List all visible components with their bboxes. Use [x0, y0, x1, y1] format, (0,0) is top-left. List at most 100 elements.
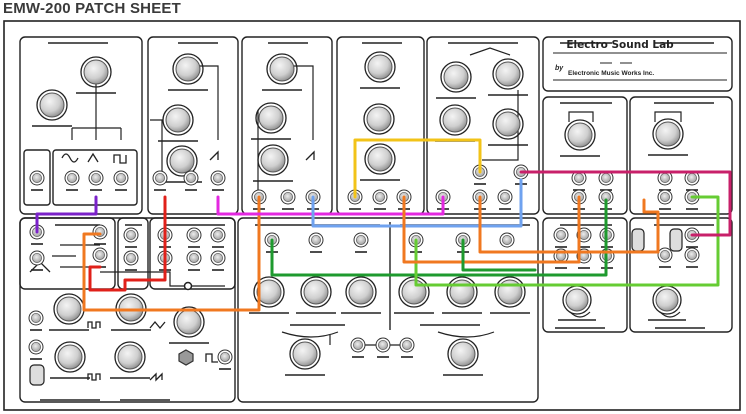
patch-jack-icon: [598, 170, 614, 191]
module-panel: [426, 36, 540, 215]
knob-icon: [360, 143, 400, 181]
patch-cable-green: [270, 198, 608, 277]
knob-icon: [488, 108, 528, 146]
patch-jack-icon: [657, 170, 673, 191]
patch-jack-icon: [210, 250, 226, 271]
brand-box: Electro Sound Lab by Electronic Music Wo…: [542, 36, 733, 92]
knob-icon: [648, 118, 688, 156]
knob-ring: [54, 341, 86, 373]
jack-socket: [377, 339, 388, 350]
patch-jack-icon: [399, 337, 415, 358]
sum-node: [183, 281, 193, 291]
knob-ring: [492, 58, 524, 90]
patch-jack-icon: [186, 227, 202, 248]
patch-jack-icon: [375, 337, 391, 358]
patch-jack-icon: [88, 170, 104, 191]
patch-jack-icon: [553, 227, 569, 248]
knob-ring: [173, 306, 205, 338]
pulse-wave-icon: [87, 373, 101, 381]
knob-cap: [260, 147, 286, 173]
knob-ring: [80, 56, 112, 88]
triangle-wave-icon: [87, 152, 99, 163]
knob-icon: [490, 276, 530, 314]
jack-socket: [212, 172, 223, 183]
patch-jack-icon: [210, 170, 226, 191]
knob-cap: [292, 341, 318, 367]
patch-jack-icon: [657, 189, 673, 210]
knob-ring: [364, 143, 396, 175]
patch-jack-icon: [353, 232, 369, 253]
brand-by: by: [555, 65, 564, 72]
jack-socket: [601, 172, 612, 183]
knob-cap: [176, 309, 202, 335]
sawtooth-wave-icon: [149, 372, 163, 382]
knob-icon: [50, 341, 90, 379]
patch-cable-crimson: [519, 170, 732, 237]
jack-socket: [282, 191, 293, 202]
jack-socket: [188, 252, 199, 263]
knob-icon: [32, 89, 72, 127]
knob-icon: [442, 276, 482, 314]
submodule-box: [23, 149, 51, 206]
knob-icon: [251, 102, 291, 140]
knob-cap: [83, 59, 109, 85]
knob-ring: [439, 104, 471, 136]
knob-icon: [558, 285, 596, 321]
jack-socket: [556, 229, 567, 240]
signal-line: [294, 65, 314, 140]
signal-line: [437, 331, 495, 338]
jack-socket: [355, 234, 366, 245]
jack-socket: [579, 229, 590, 240]
signal-line: [281, 331, 339, 338]
toggle-switch-icon: [669, 228, 683, 252]
jack-socket: [687, 172, 698, 183]
module-panel: [629, 217, 733, 333]
jack-socket: [95, 249, 106, 260]
knob-ring: [166, 145, 198, 177]
knob-cap: [367, 54, 393, 80]
jack-socket: [574, 172, 585, 183]
patch-cable-light-green: [414, 195, 720, 287]
knob-ring: [398, 276, 430, 308]
patch-cable-yellow: [353, 138, 482, 199]
knob-cap: [269, 56, 295, 82]
knob-cap: [495, 61, 521, 87]
patch-cable-green: [461, 238, 537, 272]
jack-socket: [154, 172, 165, 183]
patch-jack-icon: [350, 337, 366, 358]
jack-socket: [212, 252, 223, 263]
sine-wave-icon: [61, 153, 79, 163]
knob-cap: [56, 296, 82, 322]
knob-icon: [341, 276, 381, 314]
patch-cable-blue: [311, 178, 523, 228]
knob-icon: [262, 53, 302, 91]
outer-frame: [3, 20, 741, 411]
patch-jack-icon: [28, 310, 44, 331]
knob-icon: [162, 145, 202, 183]
jack-socket: [67, 172, 78, 183]
knob-ring: [162, 104, 194, 136]
jack-socket: [660, 172, 671, 183]
knob-cap: [443, 64, 469, 90]
knob-ring: [289, 338, 321, 370]
knob-cap: [565, 288, 589, 312]
knob-icon: [436, 61, 476, 99]
hex-button: [178, 349, 194, 366]
knob-cap: [258, 105, 284, 131]
signal-line: [654, 111, 682, 122]
module-panel: [237, 217, 539, 403]
knob-cap: [39, 92, 65, 118]
sawtooth-wave-icon: [209, 150, 219, 161]
brand-maker: Electronic Music Works Inc.: [568, 70, 654, 77]
knob-ring: [300, 276, 332, 308]
jack-socket: [660, 249, 671, 260]
signal-line: [469, 47, 511, 56]
patch-jack-icon: [684, 170, 700, 191]
jack-socket: [212, 229, 223, 240]
knob-icon: [359, 103, 399, 141]
knob-ring: [255, 102, 287, 134]
knob-cap: [303, 279, 329, 305]
jack-socket: [91, 172, 102, 183]
module-panel: [542, 96, 628, 215]
knob-icon: [488, 58, 528, 96]
